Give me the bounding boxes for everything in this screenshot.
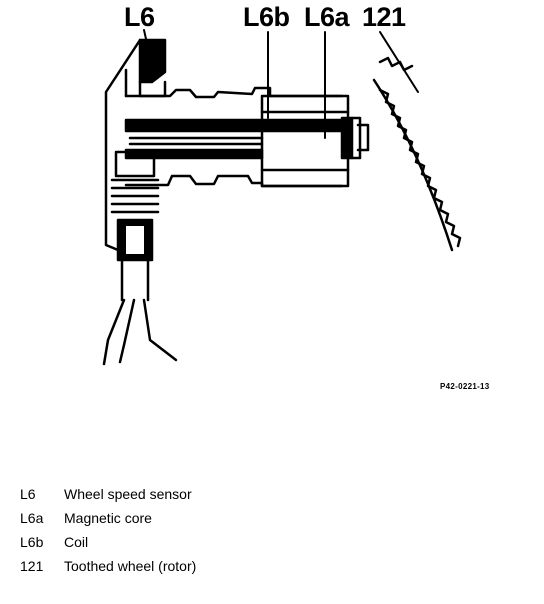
connector-cap: [138, 38, 167, 84]
sensor-wire-right: [142, 298, 178, 362]
figure-code: P42-0221-13: [440, 382, 490, 391]
legend-row: L6 Wheel speed sensor: [20, 482, 420, 506]
legend-text: Toothed wheel (rotor): [64, 558, 197, 574]
strain-relief: [110, 150, 160, 262]
sensor-body-top: [124, 86, 344, 99]
legend-row: L6b Coil: [20, 530, 420, 554]
legend-row: 121 Toothed wheel (rotor): [20, 554, 420, 578]
legend-code: L6b: [20, 534, 44, 550]
legend: L6 Wheel speed sensor L6a Magnetic core …: [20, 482, 420, 578]
wheel-speed-sensor-diagram: [102, 29, 462, 366]
connector-stem: [138, 80, 167, 98]
callout-121: 121: [362, 2, 406, 32]
sensor-cable: [120, 258, 150, 302]
legend-row: L6a Magnetic core: [20, 506, 420, 530]
sensor-tip: [350, 116, 362, 160]
callout-l6b: L6b: [243, 2, 290, 32]
callout-l6: L6: [124, 2, 155, 32]
callout-l6a: L6a: [304, 2, 350, 32]
legend-code: 121: [20, 558, 44, 574]
legend-code: L6a: [20, 510, 44, 526]
legend-text: Magnetic core: [64, 510, 152, 526]
coil-block: [260, 94, 350, 188]
toothed-rotor: [378, 56, 462, 248]
legend-text: Wheel speed sensor: [64, 486, 192, 502]
sensor-bracket: [104, 38, 142, 252]
leader-121: [379, 31, 419, 93]
legend-code: L6: [20, 486, 36, 502]
magnetic-core: [124, 118, 352, 133]
legend-text: Coil: [64, 534, 89, 550]
sensor-wire-left: [102, 298, 126, 366]
leader-l6: [143, 29, 149, 49]
